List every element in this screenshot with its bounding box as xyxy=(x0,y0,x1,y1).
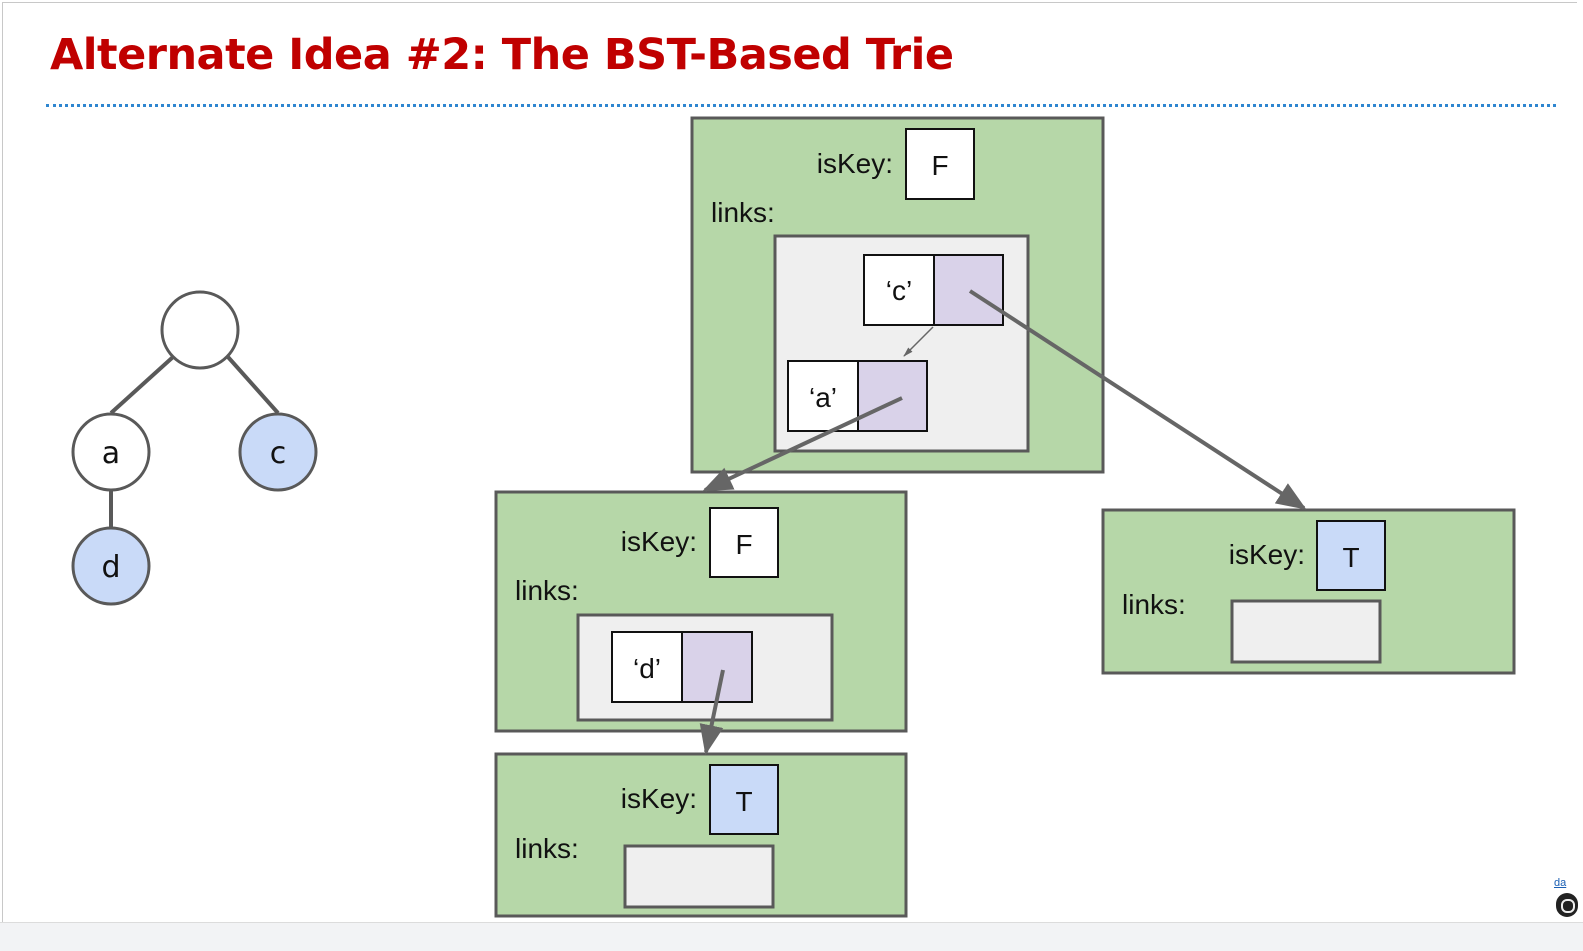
node-d-iskey-label: isKey: xyxy=(621,783,697,814)
tree-edge-root-a xyxy=(109,355,175,415)
root-entry-c-char: ‘c’ xyxy=(886,275,912,306)
root-iskey-value: F xyxy=(931,150,948,181)
trie-tree: a c d xyxy=(71,290,318,606)
node-d-links-box xyxy=(623,844,775,909)
bst-left-child-arrow xyxy=(903,326,934,357)
root-trie-node: isKey: F links: ‘c’ ‘a’ xyxy=(690,116,1105,474)
pointer-arrow-root-to-c xyxy=(968,289,1307,510)
root-iskey-label: isKey: xyxy=(817,148,893,179)
tree-node-a-label: a xyxy=(102,436,120,471)
root-entry-a-pointer-cell xyxy=(857,360,928,432)
root-links-label: links: xyxy=(711,197,775,228)
tree-edge-root-c xyxy=(226,355,280,415)
node-a-iskey-label: isKey: xyxy=(621,526,697,557)
node-c-iskey-label: isKey: xyxy=(1229,539,1305,570)
pointer-arrow-root-to-a xyxy=(702,396,903,492)
slide-title: Alternate Idea #2: The BST-Based Trie xyxy=(50,30,954,80)
tree-node-a xyxy=(71,412,151,492)
node-c: isKey: T links: xyxy=(1101,508,1516,675)
corner-link[interactable]: da xyxy=(1554,877,1567,889)
root-iskey-box xyxy=(905,128,975,200)
node-c-iskey-value: T xyxy=(1342,542,1359,573)
root-entry-c-pointer-cell xyxy=(933,254,1004,326)
slide-frame xyxy=(2,2,1577,922)
node-c-iskey-box xyxy=(1316,520,1386,591)
tree-node-d-label: d xyxy=(101,550,120,585)
node-d: isKey: T links: xyxy=(494,752,908,918)
node-a-links-label: links: xyxy=(515,575,579,606)
tree-node-c-label: c xyxy=(270,436,287,471)
node-c-links-box xyxy=(1230,599,1382,664)
node-c-links-label: links: xyxy=(1122,589,1186,620)
root-entry-a-char: ‘a’ xyxy=(809,382,837,413)
node-a-entry-d-char-cell xyxy=(611,631,683,703)
bottom-bar xyxy=(0,922,1583,951)
pointer-arrow-a-to-d xyxy=(699,669,725,755)
node-a-iskey-box xyxy=(709,507,779,578)
node-a: isKey: F links: ‘d’ xyxy=(494,490,908,733)
node-a-entry-d-char: ‘d’ xyxy=(633,653,661,684)
tree-node-d xyxy=(71,526,151,606)
node-d-iskey-value: T xyxy=(735,786,752,817)
node-d-links-label: links: xyxy=(515,833,579,864)
node-d-iskey-box xyxy=(709,764,779,835)
license-badge-icon xyxy=(1556,893,1578,917)
tree-node-c xyxy=(238,412,318,492)
node-a-iskey-value: F xyxy=(735,529,752,560)
title-divider xyxy=(46,104,1556,107)
tree-root-node xyxy=(160,290,240,370)
